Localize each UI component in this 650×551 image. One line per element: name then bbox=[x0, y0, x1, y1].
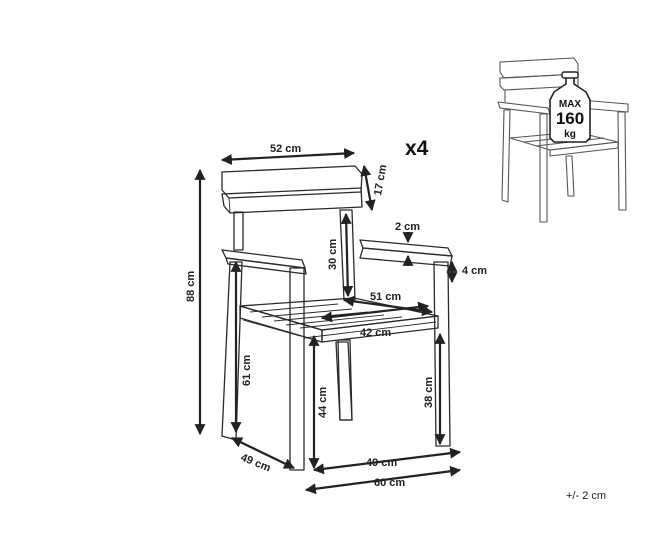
quantity-label: x4 bbox=[405, 137, 429, 160]
backrest-width-dim bbox=[220, 148, 356, 165]
label-seat-height-front: 38 cm bbox=[423, 377, 435, 408]
load-capacity-thumbnail: MAX 160 kg bbox=[497, 57, 629, 223]
label-armrest-thickness: 2 cm bbox=[395, 221, 420, 233]
backrest-height-dim bbox=[360, 164, 376, 212]
label-seat-height: 44 cm bbox=[317, 387, 329, 418]
max-load-value: 160 bbox=[556, 109, 584, 128]
max-load-unit: kg bbox=[564, 129, 576, 140]
backrest-armrest-dim bbox=[340, 212, 354, 298]
label-backrest-armrest: 30 cm bbox=[327, 239, 339, 270]
label-backrest-width: 52 cm bbox=[270, 143, 301, 155]
label-backrest-height: 17 cm bbox=[372, 164, 389, 197]
total-width-dim bbox=[304, 465, 462, 495]
label-depth-front: 49 cm bbox=[366, 457, 397, 469]
label-armrest-floor: 61 cm bbox=[241, 355, 253, 386]
label-seat-width-back: 51 cm bbox=[370, 291, 401, 303]
dimension-labels: 52 cm 17 cm 30 cm 2 cm 4 cm 51 cm 42 cm … bbox=[185, 143, 487, 489]
label-total-width: 60 cm bbox=[374, 477, 405, 489]
label-total-height: 88 cm bbox=[185, 271, 197, 302]
weight-icon bbox=[549, 75, 591, 143]
seat-width-front-dim bbox=[320, 301, 430, 323]
label-seat-width-front: 42 cm bbox=[360, 327, 391, 339]
label-armrest-height: 4 cm bbox=[462, 265, 487, 277]
tolerance-note: +/- 2 cm bbox=[566, 490, 606, 502]
chair-drawing bbox=[221, 165, 453, 471]
max-load-label: MAX bbox=[559, 99, 582, 110]
dimension-lines bbox=[194, 148, 462, 495]
depth-side-dim bbox=[231, 437, 295, 469]
